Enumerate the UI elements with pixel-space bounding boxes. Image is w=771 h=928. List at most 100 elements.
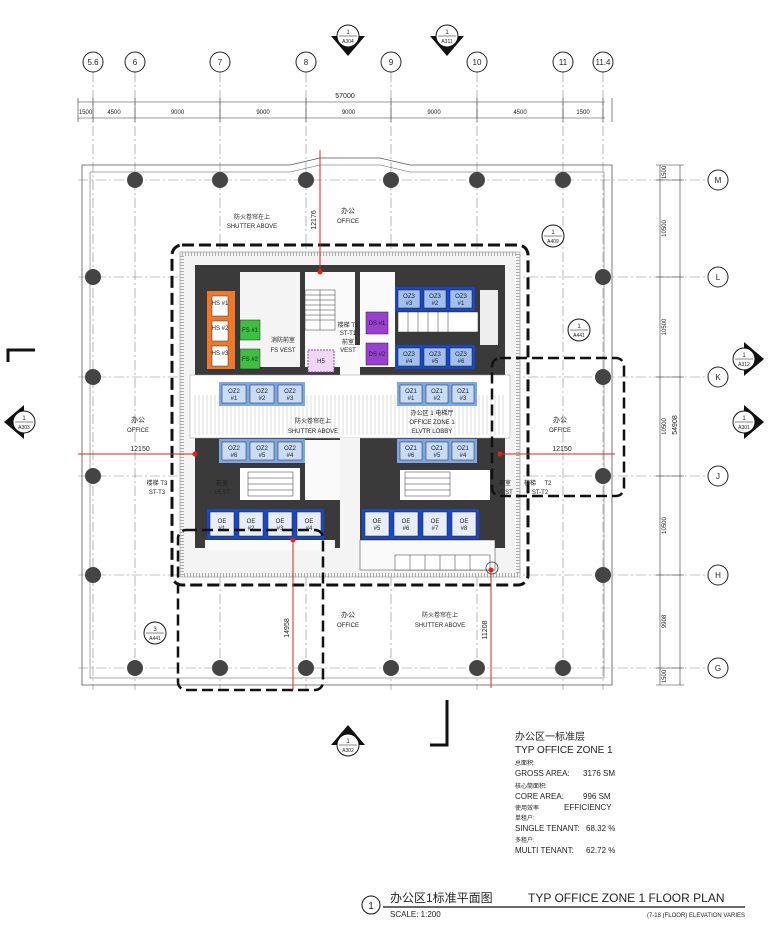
svg-text:A409: A409: [547, 239, 559, 245]
top-dim-6: 4500: [513, 110, 527, 116]
lift-oe5: OE: [373, 519, 382, 525]
shutter-lobby-cn: 防火卷帘在上: [295, 417, 331, 425]
section-markers: 1A3041A3111A3031A3121A3011A3021A4091A441…: [4, 24, 764, 757]
stair-t2-code: T2: [544, 481, 552, 487]
svg-text:6: 6: [133, 58, 138, 67]
office-north-cn: 办公: [341, 206, 355, 215]
svg-text:5.6: 5.6: [87, 58, 99, 67]
column-10: [555, 172, 571, 188]
column-13: [595, 269, 611, 285]
column-6: [383, 172, 399, 188]
lift-ds-1: DS #1: [369, 321, 386, 327]
svg-text:#5: #5: [432, 359, 439, 365]
svg-text:#1: #1: [408, 396, 415, 402]
red-dim-bottom-left: 14958: [284, 618, 291, 638]
top-dim-3: 9000: [256, 110, 270, 116]
detail-callout-right: [490, 356, 626, 498]
gross-area-label: GROSS AREA:: [515, 769, 570, 778]
svg-text:#8: #8: [461, 526, 468, 532]
svg-text:#6: #6: [458, 359, 465, 365]
section-cut-lines: [6, 348, 449, 747]
overall-height-dimension: 54908: [672, 415, 679, 435]
ds-lift-bank: DS #1 DS #2: [365, 311, 389, 366]
single-tenant-value: 68.32 %: [586, 824, 615, 833]
top-dim-1: 4500: [107, 110, 121, 116]
office-west-cn: 办公: [131, 415, 145, 424]
shutter-south-en: SHUTTER ABOVE: [415, 623, 465, 629]
svg-text:11.4: 11.4: [596, 58, 612, 67]
right-dim-2: 10500: [662, 318, 668, 335]
accessible-toilet-icon: [485, 561, 499, 575]
drawing-title-en: TYP OFFICE ZONE 1 FLOOR PLAN: [528, 891, 724, 905]
lift-oz24: OZ2: [284, 446, 296, 452]
right-dim-3: 10500: [662, 417, 668, 434]
svg-text:#7: #7: [432, 526, 439, 532]
svg-text:11: 11: [559, 58, 568, 67]
svg-text:#5: #5: [259, 453, 266, 459]
svg-text:总面积:: 总面积:: [515, 759, 535, 767]
column-0: [127, 172, 143, 188]
grid-col-7: 7: [209, 51, 231, 73]
right-dim-0: 1500: [662, 165, 668, 179]
lift-oz11: OZ1: [405, 389, 417, 395]
grid-row-H: H: [707, 564, 729, 586]
svg-text:#6: #6: [408, 453, 415, 459]
column-14: [85, 369, 101, 385]
svg-text:H5: H5: [317, 359, 325, 365]
blue-lift-banks: OZ3#3OZ3#2OZ3#1OZ3#4OZ3#5OZ3#6OZ2#1OZ2#2…: [207, 287, 479, 539]
lift-oz34: OZ3: [403, 352, 415, 358]
drawing-title-block: 1 办公区1标准平面图 TYP OFFICE ZONE 1 FLOOR PLAN…: [361, 890, 745, 919]
grid-col-9: 9: [380, 51, 402, 73]
grid-row-K: K: [707, 366, 729, 388]
lift-fs-1: FS #1: [242, 328, 259, 334]
multi-tenant-value: 62.72 %: [586, 846, 615, 855]
lift-oz12: OZ1: [431, 389, 443, 395]
lift-oz15: OZ1: [431, 446, 443, 452]
grid-col-11: 11: [552, 51, 574, 73]
svg-text:3: 3: [153, 627, 157, 633]
svg-text:7: 7: [218, 58, 223, 67]
lift-oz13: OZ1: [457, 389, 469, 395]
toilets-lower: [394, 554, 491, 571]
stair-t2-en: ST-T2: [532, 490, 549, 496]
svg-text:#4: #4: [406, 359, 413, 365]
lift-fs-2: FS #2: [242, 357, 259, 363]
grid-col-11.4: 11.4: [592, 51, 614, 73]
top-dim-7: 1500: [576, 110, 590, 116]
core-area-value: 996 SM: [583, 792, 611, 801]
column-2: [212, 172, 228, 188]
svg-text:1: 1: [577, 324, 581, 330]
toilets-upper: [397, 311, 479, 333]
grid-col-5.6: 5.6: [82, 51, 104, 73]
svg-text:#2: #2: [432, 301, 439, 307]
slab-edge: [81, 157, 613, 686]
svg-text:A304: A304: [342, 39, 354, 45]
svg-text:1: 1: [445, 30, 449, 36]
column-18: [85, 567, 101, 583]
column-3: [212, 660, 228, 676]
svg-text:1: 1: [22, 416, 26, 422]
svg-text:#3: #3: [287, 396, 294, 402]
lift-hs-2: HS #2: [212, 326, 229, 332]
column-19: [595, 567, 611, 583]
svg-text:1: 1: [346, 30, 350, 36]
right-dim-4: 10500: [662, 516, 668, 533]
shutter-north-en: SHUTTER ABOVE: [227, 224, 277, 230]
lift-oz33: OZ3: [403, 294, 415, 300]
svg-text:L: L: [716, 273, 721, 282]
svg-text:#4: #4: [460, 453, 467, 459]
office-south-en: OFFICE: [337, 623, 359, 629]
column-4: [298, 172, 314, 188]
lift-oe1: OE: [218, 519, 227, 525]
office-west-en: OFFICE: [127, 428, 149, 434]
h5-lift: H5: [307, 349, 335, 373]
column-8: [469, 172, 485, 188]
svg-text:1: 1: [346, 739, 350, 745]
svg-text:#3: #3: [277, 526, 284, 532]
